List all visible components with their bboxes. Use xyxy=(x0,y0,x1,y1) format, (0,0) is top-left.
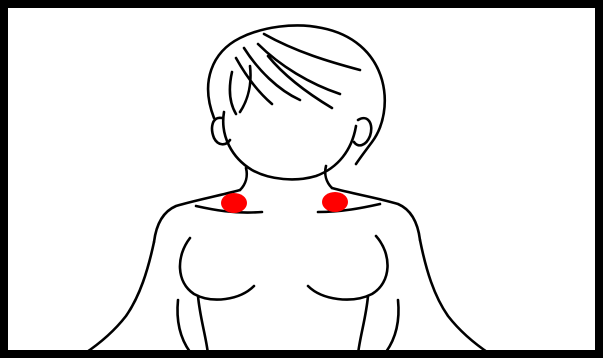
right-chest xyxy=(308,236,388,300)
hair-strands xyxy=(230,34,360,114)
left-chest xyxy=(180,238,254,300)
neck-left xyxy=(240,168,247,190)
left-shoulder-marker xyxy=(221,193,247,213)
hair-outline xyxy=(208,25,385,164)
figure-outline xyxy=(84,25,490,354)
right-arm-outer xyxy=(420,240,490,354)
right-ear xyxy=(354,118,371,145)
right-torso-side xyxy=(358,296,368,354)
left-torso-side xyxy=(198,296,208,354)
left-arm-outer xyxy=(84,242,154,354)
right-shoulder-line xyxy=(332,188,420,240)
right-arm-inner xyxy=(386,300,399,352)
face-outline xyxy=(223,112,356,179)
right-shoulder-marker xyxy=(322,192,348,212)
left-arm-inner xyxy=(178,300,191,352)
